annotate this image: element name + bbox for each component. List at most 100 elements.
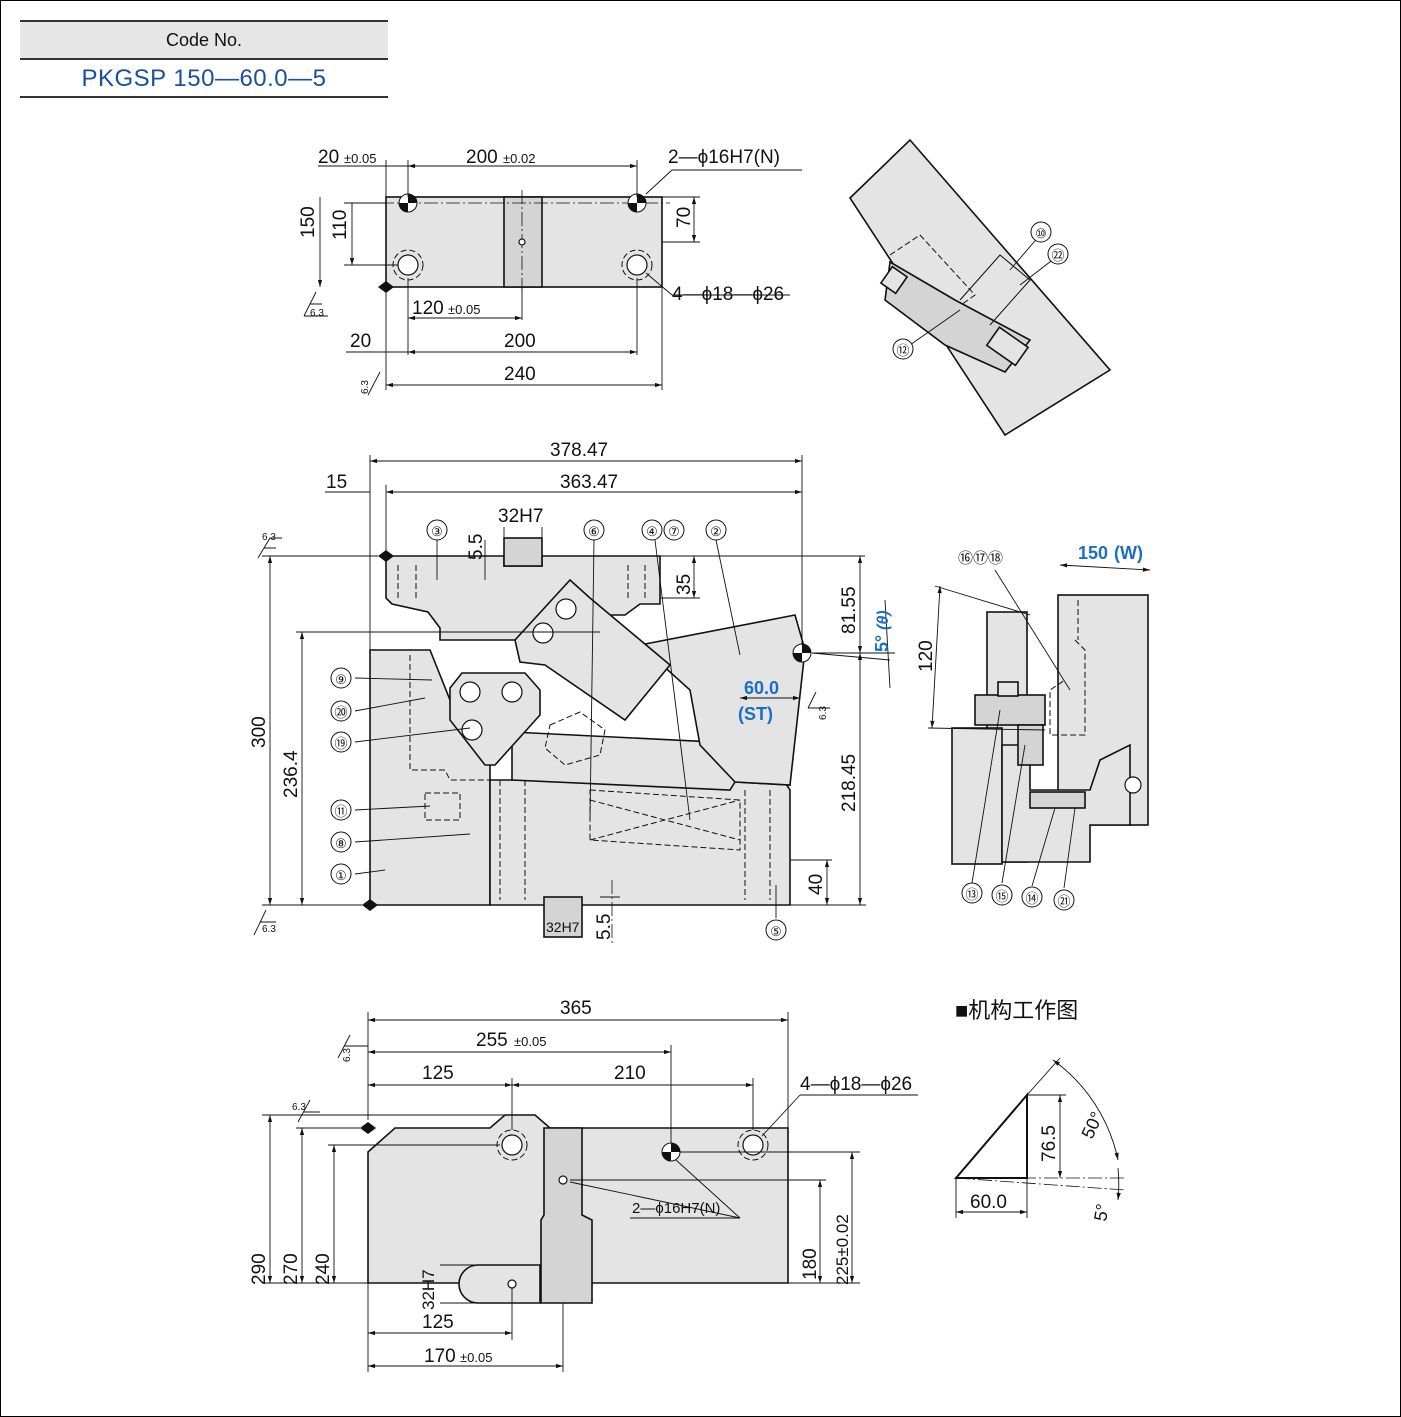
mech-50deg: 50° bbox=[1077, 1109, 1107, 1142]
mech-5deg: 5° bbox=[1090, 1202, 1113, 1222]
dim-20: 20 bbox=[318, 147, 339, 168]
dim-290: 290 bbox=[249, 1253, 270, 1285]
dim-5.5-bottom: 5.5 bbox=[594, 914, 615, 940]
dim-15: 15 bbox=[326, 472, 347, 493]
dim-5.5: 5.5 bbox=[466, 534, 487, 560]
rough-bottom-1: 6.3 bbox=[342, 1048, 353, 1062]
rough-front-2: 6.3 bbox=[262, 924, 276, 935]
rough-bottom-2: 6.3 bbox=[292, 1102, 306, 1113]
svg-text:⑫: ⑫ bbox=[896, 343, 909, 358]
svg-text:⑪: ⑪ bbox=[334, 804, 347, 819]
dim-200: 200 bbox=[504, 331, 536, 352]
dim-stroke: 60.0 bbox=[744, 678, 779, 698]
bolt-holes-label: 4—ϕ18—ϕ26 bbox=[672, 284, 784, 305]
svg-text:⑩: ⑩ bbox=[1035, 226, 1047, 241]
svg-text:⑧: ⑧ bbox=[335, 836, 347, 851]
top-view: 20 ±0.05 200 ±0.02 2—ϕ16H7(N) 150 110 70… bbox=[298, 147, 802, 396]
dim-200-tol: 200 bbox=[466, 147, 498, 168]
dim-120: 120 bbox=[412, 298, 444, 319]
dim-150: 150 bbox=[298, 206, 319, 238]
dim-110: 110 bbox=[330, 210, 351, 240]
dim-200-tolerance: ±0.02 bbox=[503, 151, 535, 166]
dim-35: 35 bbox=[674, 574, 695, 595]
dim-stroke-label: (ST) bbox=[738, 704, 773, 724]
dim-170: 170 bbox=[424, 1346, 456, 1367]
dim-120: 120 bbox=[916, 640, 937, 672]
svg-text:①: ① bbox=[335, 868, 347, 883]
side-view: 150 (W) 120 ⑯⑰⑱ ⑬ ⑮ ⑭ ㉑ bbox=[916, 543, 1151, 911]
front-view: 378.47 15 363.47 32H7 5.5 35 81.55 5° (θ… bbox=[249, 440, 895, 945]
dim-70: 70 bbox=[674, 207, 695, 228]
dim-365: 365 bbox=[560, 998, 592, 1019]
lower-key bbox=[543, 896, 583, 938]
angled-detail-view: ⑩ ㉒ ⑫ bbox=[848, 138, 1112, 437]
svg-text:⑭: ⑭ bbox=[1025, 891, 1038, 906]
code-label: Code No. bbox=[20, 20, 388, 60]
side-plate-14 bbox=[1029, 791, 1086, 809]
dim-32h7: 32H7 bbox=[498, 506, 543, 527]
dim-218.45: 218.45 bbox=[839, 754, 860, 812]
dim-180: 180 bbox=[800, 1248, 821, 1280]
svg-text:④: ④ bbox=[646, 524, 658, 539]
bottom-bolt-holes: 4—ϕ18—ϕ26 bbox=[800, 1074, 912, 1095]
dim-378: 378.47 bbox=[550, 440, 608, 461]
rough-front-1: 6.3 bbox=[262, 532, 276, 543]
upper-key bbox=[503, 537, 543, 567]
code-box: Code No. PKGSP 150—60.0—5 bbox=[20, 20, 388, 98]
dim-270: 270 bbox=[281, 1253, 302, 1285]
dim-81.55: 81.55 bbox=[839, 586, 860, 634]
mechanism-title: ■机构工作图 bbox=[955, 998, 1078, 1023]
detail-body bbox=[848, 138, 1112, 437]
svg-text:⑥: ⑥ bbox=[588, 524, 600, 539]
dim-5deg: 5° bbox=[872, 635, 892, 652]
bottom-hole-n: 2—ϕ16H7(N) bbox=[632, 1200, 720, 1217]
rough-top-1: 6.3 bbox=[310, 308, 324, 319]
mech-76.5: 76.5 bbox=[1039, 1125, 1060, 1162]
svg-text:⑦: ⑦ bbox=[668, 524, 680, 539]
dim-363: 363.47 bbox=[560, 472, 618, 493]
cam-driver bbox=[638, 614, 806, 786]
hole-n-label: 2—ϕ16H7(N) bbox=[668, 147, 780, 168]
dim-255: 255 bbox=[476, 1030, 508, 1051]
datum-hole-right bbox=[627, 193, 647, 213]
bottom-datum-hole bbox=[661, 1142, 681, 1162]
dim-32h7-bottom: 32H7 bbox=[546, 919, 580, 935]
svg-text:⑮: ⑮ bbox=[995, 889, 1008, 904]
dim-20b: 20 bbox=[350, 331, 371, 352]
bottom-key bbox=[458, 1264, 541, 1304]
svg-text:㉑: ㉑ bbox=[1057, 894, 1070, 909]
dim-theta: (θ) bbox=[875, 610, 892, 630]
side-block-15 bbox=[1017, 724, 1044, 766]
dim-125-bottom: 125 bbox=[422, 1312, 454, 1333]
svg-text:⑤: ⑤ bbox=[770, 924, 782, 939]
bottom-view: 365 255 ±0.05 125 210 4—ϕ18—ϕ26 2—ϕ16H7(… bbox=[249, 998, 918, 1372]
rough-top-2: 6.3 bbox=[360, 380, 371, 394]
dim-236.4: 236.4 bbox=[281, 750, 302, 798]
mechanism-diagram: ■机构工作图 76.5 50° 60.0 5° bbox=[953, 998, 1126, 1223]
code-value: PKGSP 150—60.0—5 bbox=[20, 60, 388, 98]
dim-225: 225±0.02 bbox=[833, 1214, 852, 1285]
dim-170-tol: ±0.05 bbox=[460, 1350, 492, 1365]
dim-32h7: 32H7 bbox=[419, 1269, 438, 1310]
rough-st: 6.3 bbox=[818, 706, 829, 720]
dim-150w: 150 bbox=[1078, 543, 1108, 563]
dim-210: 210 bbox=[614, 1063, 646, 1084]
svg-text:⑨: ⑨ bbox=[335, 672, 347, 687]
dim-255-tol: ±0.05 bbox=[514, 1034, 546, 1049]
svg-text:⑲: ⑲ bbox=[334, 736, 347, 751]
dim-300: 300 bbox=[249, 716, 270, 748]
dim-240: 240 bbox=[504, 364, 536, 385]
dim-w: (W) bbox=[1114, 543, 1143, 563]
side-block-13 bbox=[974, 694, 1046, 726]
svg-text:⑬: ⑬ bbox=[965, 887, 978, 902]
dim-40: 40 bbox=[806, 874, 827, 895]
dim-125: 125 bbox=[422, 1063, 454, 1084]
bottom-slot bbox=[540, 1127, 593, 1304]
callouts-16-17-18: ⑯⑰⑱ bbox=[958, 550, 1003, 567]
dim-120-tolerance: ±0.05 bbox=[448, 302, 480, 317]
side-base bbox=[951, 727, 1003, 865]
front-datum-hole bbox=[792, 643, 812, 663]
mech-60.0: 60.0 bbox=[970, 1192, 1007, 1213]
svg-text:㉒: ㉒ bbox=[1051, 248, 1064, 263]
